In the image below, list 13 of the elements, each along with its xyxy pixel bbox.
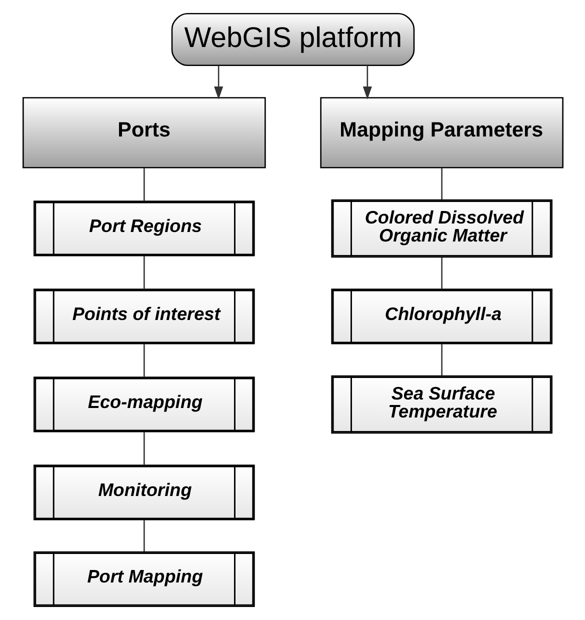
connector <box>440 344 442 376</box>
connector <box>143 256 144 289</box>
connector <box>143 520 144 552</box>
node-box: Ports <box>22 97 266 168</box>
connector <box>143 168 144 201</box>
arrow <box>362 66 372 100</box>
node-box: WebGIS platform <box>170 13 414 66</box>
connector <box>440 168 442 200</box>
node-box: Mapping Parameters <box>320 97 563 168</box>
arrow <box>214 66 223 100</box>
connector <box>143 432 144 465</box>
connector <box>143 344 144 377</box>
connector <box>440 257 442 290</box>
